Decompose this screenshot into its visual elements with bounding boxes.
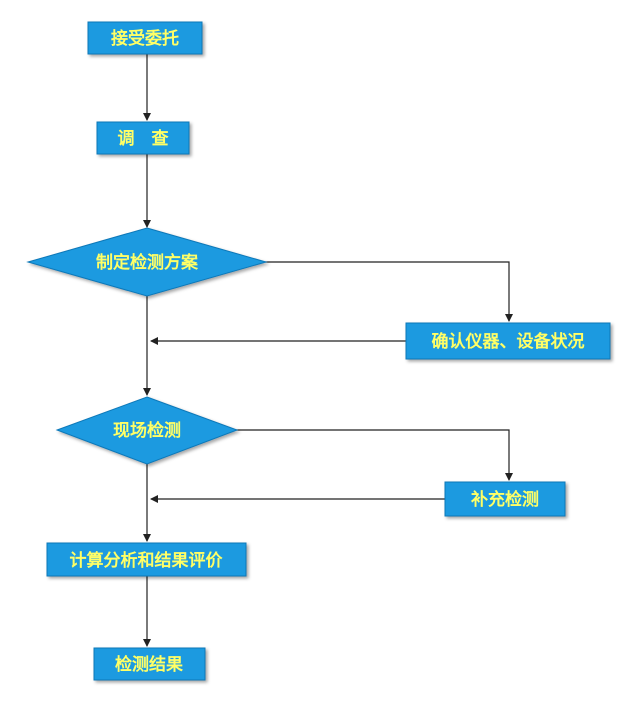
node-onsite: 现场检测 bbox=[55, 396, 239, 465]
node-confirm: 确认仪器、设备状况 bbox=[405, 322, 611, 360]
node-plan-diamond bbox=[26, 227, 268, 297]
node-onsite-label: 现场检测 bbox=[113, 420, 181, 441]
node-accept: 接受委托 bbox=[87, 21, 203, 55]
node-survey-label: 调 查 bbox=[118, 128, 170, 149]
node-supplement: 补充检测 bbox=[444, 481, 566, 517]
arrow-onsite-to-supplement bbox=[236, 429, 513, 481]
node-result-label: 检测结果 bbox=[115, 654, 183, 675]
node-result-box bbox=[93, 647, 206, 681]
arrow-plan-to-confirm bbox=[265, 261, 513, 322]
node-supplement-label: 补充检测 bbox=[470, 489, 539, 510]
node-accept-box bbox=[87, 21, 203, 55]
node-survey: 调 查 bbox=[96, 121, 190, 155]
node-calc: 计算分析和结果评价 bbox=[46, 542, 247, 577]
node-calc-label: 计算分析和结果评价 bbox=[70, 550, 224, 571]
node-confirm-box bbox=[405, 322, 611, 360]
node-plan-label: 制定检测方案 bbox=[96, 252, 199, 273]
node-confirm-label: 确认仪器、设备状况 bbox=[432, 331, 585, 352]
node-result: 检测结果 bbox=[93, 647, 206, 681]
node-plan: 制定检测方案 bbox=[26, 227, 268, 297]
node-onsite-diamond bbox=[55, 396, 239, 465]
node-accept-label: 接受委托 bbox=[111, 28, 179, 49]
node-survey-box bbox=[96, 121, 190, 155]
connectors bbox=[143, 54, 513, 647]
node-calc-box bbox=[46, 542, 247, 577]
node-supplement-box bbox=[444, 481, 566, 517]
